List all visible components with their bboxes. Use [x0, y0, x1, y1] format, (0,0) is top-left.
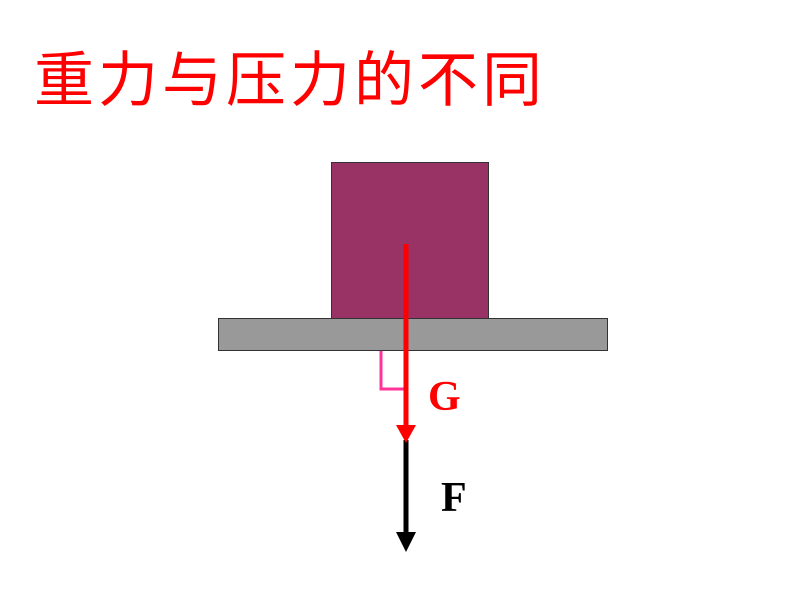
gravity-label: G: [428, 374, 461, 420]
right-angle-mark: [379, 351, 406, 391]
block: [331, 162, 489, 319]
pressure-arrowhead: [396, 532, 416, 552]
gravity-arrowhead: [396, 425, 416, 443]
slide-title: 重力与压力的不同: [34, 46, 546, 116]
pressure-label: F: [441, 475, 467, 521]
plate: [218, 318, 608, 351]
